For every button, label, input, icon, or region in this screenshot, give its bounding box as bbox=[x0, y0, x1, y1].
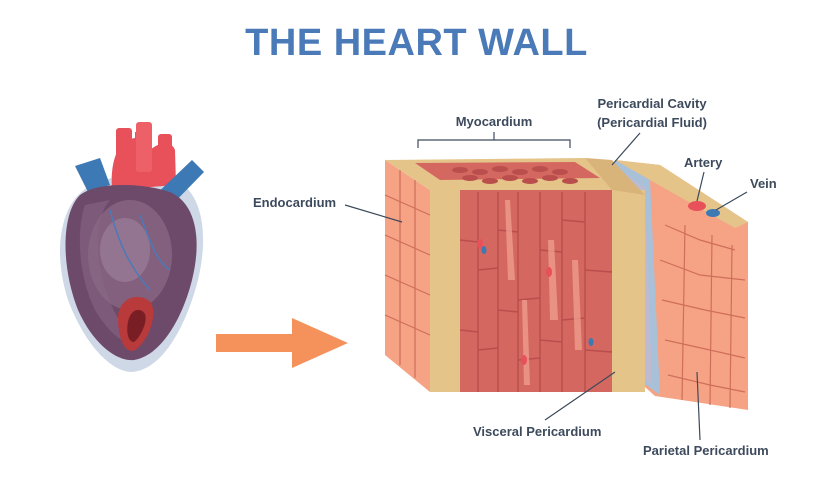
leader-lines bbox=[344, 132, 748, 441]
endocardium-label: Endocardium bbox=[253, 195, 337, 210]
right-arrow-icon bbox=[216, 318, 348, 368]
heart-wall-cross-section bbox=[384, 158, 748, 410]
pericardial-cavity-label: Pericardial Cavity bbox=[597, 96, 707, 111]
heart-illustration bbox=[60, 122, 204, 372]
artery-label: Artery bbox=[684, 155, 723, 170]
vein-label: Vein bbox=[750, 176, 777, 191]
visceral-pericardium-label: Visceral Pericardium bbox=[473, 424, 602, 439]
page-title: THE HEART WALL bbox=[245, 22, 588, 64]
pericardial-fluid-label: (Pericardial Fluid) bbox=[597, 115, 707, 130]
parietal-pericardium-label: Parietal Pericardium bbox=[643, 443, 769, 458]
myocardium-label: Myocardium bbox=[455, 114, 533, 129]
